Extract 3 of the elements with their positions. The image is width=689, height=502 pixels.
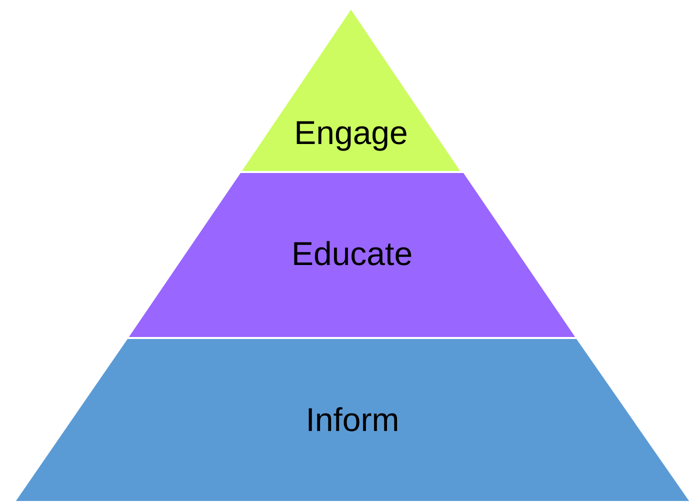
tier-label: Educate (291, 234, 413, 274)
tier-label: Inform (306, 400, 400, 440)
tier-label: Engage (294, 113, 408, 153)
